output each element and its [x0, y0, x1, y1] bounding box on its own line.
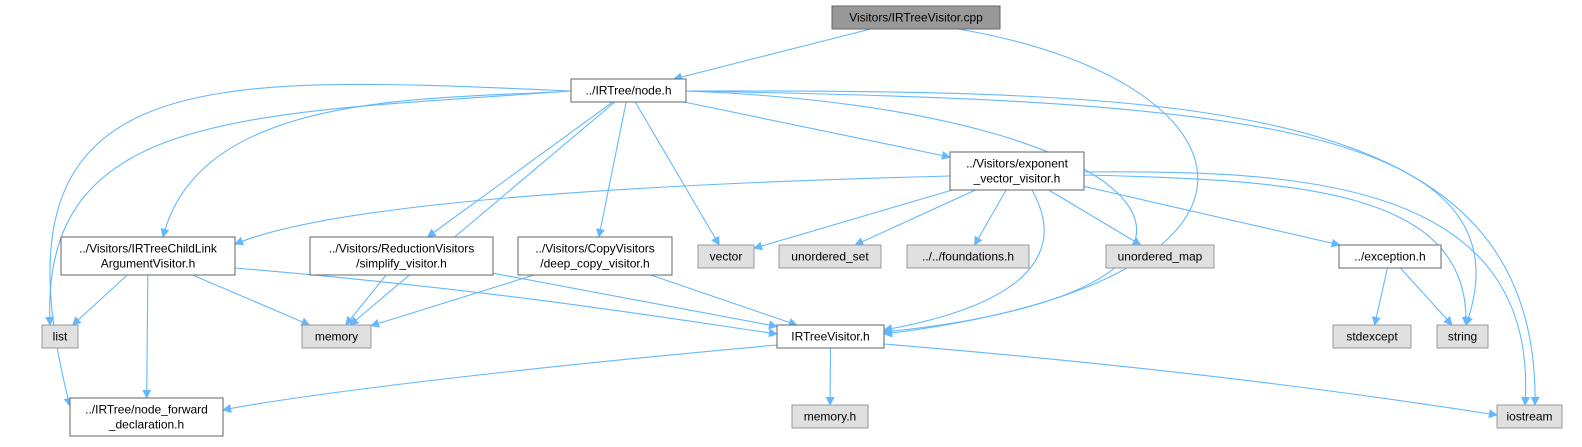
edge-exponent-to-childlink [234, 175, 951, 246]
edge-simplify-to-irtreevisitor [492, 272, 778, 330]
edge-irtreevisitor-to-forward [222, 344, 778, 413]
node-label: _vector_visitor.h [973, 172, 1061, 186]
node-label: ../../foundations.h [922, 250, 1014, 264]
edge-node_h-to-forward [49, 83, 572, 407]
node-string: string [1436, 324, 1489, 349]
node-box [1338, 244, 1442, 269]
node-box [1105, 244, 1215, 269]
node-label: memory.h [804, 410, 856, 424]
node-label: /deep_copy_visitor.h [540, 257, 649, 271]
node-childlink[interactable]: ../Visitors/IRTreeChildLinkArgumentVisit… [60, 236, 236, 276]
edge-exponent-to-foundations [974, 189, 1007, 246]
node-memory: memory [301, 324, 372, 349]
node-label: IRTreeVisitor.h [791, 330, 869, 344]
node-box [791, 404, 869, 429]
node-box [1436, 324, 1489, 349]
node-label: ArgumentVisitor.h [101, 257, 196, 271]
edge-root-to-irtreevisitor [883, 28, 1199, 338]
edge-node_h-to-list [45, 90, 572, 326]
edge-node_h-to-iostream [685, 90, 1540, 406]
node-label: ../Visitors/exponent [966, 157, 1069, 171]
edge-exception-to-stdexcept [1371, 267, 1388, 326]
edge-exponent-to-exception [1083, 185, 1341, 248]
node-box [778, 244, 882, 269]
edge-node_h-to-vector [634, 101, 720, 246]
node-deepcopy[interactable]: ../Visitors/CopyVisitors/deep_copy_visit… [517, 236, 673, 276]
edge-node_h-to-exponent [683, 101, 951, 160]
node-label: Visitors/IRTreeVisitor.cpp [849, 11, 983, 25]
edge-exception-to-string [1400, 267, 1453, 326]
edge-deepcopy-to-memory [370, 274, 535, 328]
node-box [309, 236, 494, 276]
node-label: list [53, 330, 68, 344]
node-unordered-map: unordered_map [1105, 244, 1215, 269]
edge-exponent-to-unordered_set [854, 189, 976, 246]
node-label: ../exception.h [1354, 250, 1425, 264]
edge-childlink-to-forward [142, 274, 152, 399]
edge-node_h-to-memory [349, 101, 616, 326]
node-box [697, 244, 755, 269]
node-label: ../IRTree/node.h [585, 84, 671, 98]
node-list: list [41, 324, 79, 349]
edge-exponent-to-unordered_map [1048, 189, 1142, 246]
node-irtreevisitor[interactable]: IRTreeVisitor.h [776, 324, 885, 349]
node-iostream: iostream [1496, 404, 1563, 429]
node-box [69, 397, 224, 437]
nodes: Visitors/IRTreeVisitor.cpp ../IRTree/node… [41, 5, 1563, 437]
node-label: ../IRTree/node_forward [85, 403, 208, 417]
edge-deepcopy-to-irtreevisitor [650, 274, 798, 327]
edge-simplify-to-memory [345, 274, 387, 326]
node-label: _declaration.h [108, 418, 184, 432]
edge-exponent-to-string [1083, 174, 1471, 326]
node-unordered-set: unordered_set [778, 244, 882, 269]
node-stdexcept: stdexcept [1332, 324, 1412, 349]
edge-root-to-node_h [672, 28, 871, 82]
node-label: /simplify_visitor.h [356, 257, 447, 271]
node-label: unordered_map [1118, 250, 1203, 264]
edge-node_h-to-childlink [160, 90, 572, 238]
node-node-h[interactable]: ../IRTree/node.h [570, 78, 687, 103]
edge-childlink-to-irtreevisitor [234, 267, 778, 338]
node-label: iostream [1506, 410, 1552, 424]
node-label: string [1448, 330, 1477, 344]
edge-exponent-to-irtreevisitor [883, 189, 1045, 333]
node-memory-h: memory.h [791, 404, 869, 429]
node-box [1332, 324, 1412, 349]
node-box [301, 324, 372, 349]
edge-exponent-to-vector [753, 189, 953, 251]
node-box [41, 324, 79, 349]
node-box [60, 236, 236, 276]
node-label: vector [710, 250, 743, 264]
node-label: unordered_set [791, 250, 869, 264]
node-root[interactable]: Visitors/IRTreeVisitor.cpp [831, 5, 1001, 30]
node-exponent[interactable]: ../Visitors/exponent_vector_visitor.h [949, 151, 1085, 191]
node-label: stdexcept [1346, 330, 1398, 344]
edge-node_h-to-irtreevisitor [685, 90, 1138, 336]
node-box [517, 236, 673, 276]
edge-childlink-to-list [71, 274, 128, 326]
node-box [776, 324, 885, 349]
node-box [949, 151, 1085, 191]
edge-node_h-to-string [685, 90, 1477, 326]
edge-irtreevisitor-to-iostream [883, 343, 1498, 419]
node-label: ../Visitors/ReductionVisitors [329, 242, 475, 256]
edge-exponent-to-iostream [1083, 171, 1531, 406]
node-forward[interactable]: ../IRTree/node_forward_declaration.h [69, 397, 224, 437]
node-box [831, 5, 1001, 30]
node-label: ../Visitors/IRTreeChildLink [79, 242, 218, 256]
node-label: ../Visitors/CopyVisitors [535, 242, 655, 256]
node-label: memory [315, 330, 358, 344]
node-simplify[interactable]: ../Visitors/ReductionVisitors/simplify_v… [309, 236, 494, 276]
edge-node_h-to-simplify [426, 101, 614, 238]
edges [45, 28, 1540, 419]
node-vector: vector [697, 244, 755, 269]
node-box [1496, 404, 1563, 429]
node-box [906, 244, 1030, 269]
edge-node_h-to-deepcopy [596, 101, 627, 238]
node-exception[interactable]: ../exception.h [1338, 244, 1442, 269]
node-foundations: ../../foundations.h [906, 244, 1030, 269]
node-box [570, 78, 687, 103]
edge-childlink-to-memory [192, 274, 311, 326]
